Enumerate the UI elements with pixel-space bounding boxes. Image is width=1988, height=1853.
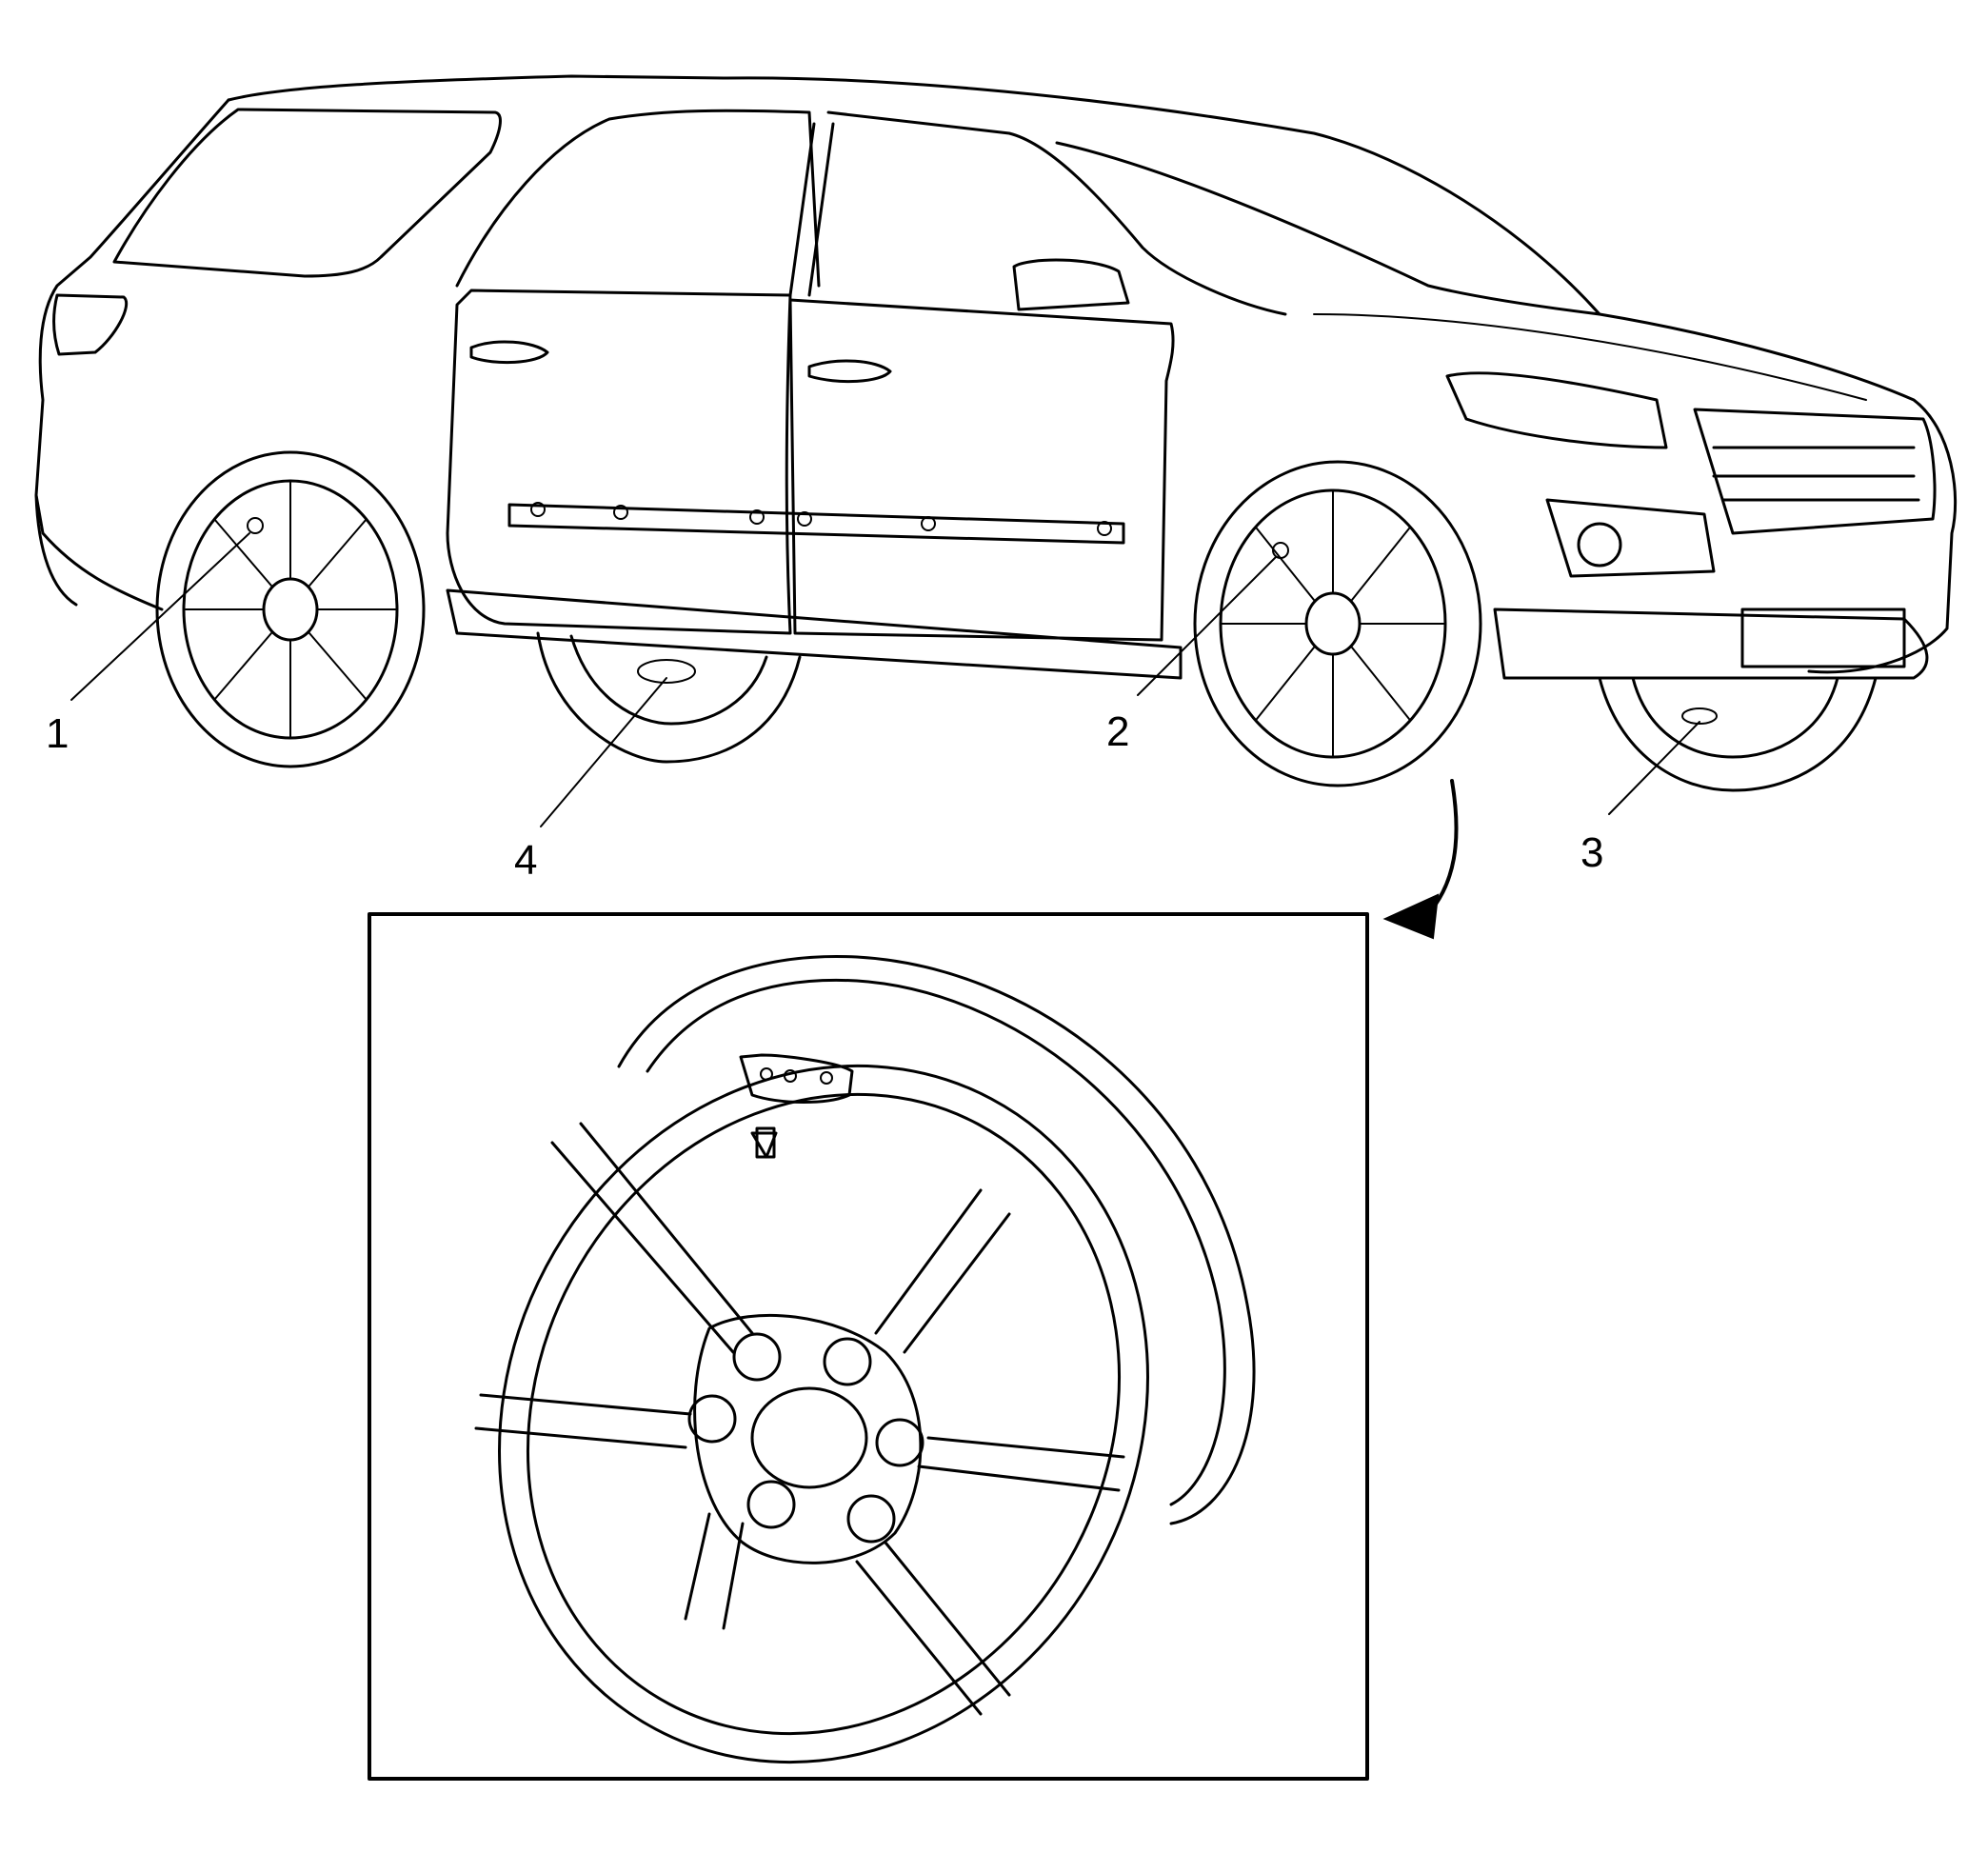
leader-line-2 — [1137, 556, 1277, 696]
detail-view-arrow — [1382, 779, 1459, 940]
leader-line-4 — [540, 677, 667, 827]
leader-line-3 — [1608, 721, 1700, 815]
left-rear-wheel — [155, 450, 426, 768]
right-rear-wheel — [536, 631, 802, 764]
callout-number-1: 1 — [46, 710, 69, 757]
tpms-sensor-marker-3 — [1681, 707, 1718, 725]
callout-number-2: 2 — [1106, 708, 1129, 755]
tpms-sensor-marker-1 — [247, 517, 264, 534]
tpms-sensor-marker-2 — [1272, 542, 1289, 559]
callout-number-3: 3 — [1580, 829, 1603, 876]
detail-inset-frame — [368, 912, 1369, 1781]
callout-number-4: 4 — [514, 837, 537, 884]
detail-inset — [368, 912, 1369, 1781]
callout-3: 3 — [1580, 721, 1700, 876]
tpms-sensor-detail — [739, 1053, 854, 1104]
callout-1: 1 — [46, 532, 250, 757]
tpms-sensor-marker-4 — [637, 659, 696, 684]
callout-4: 4 — [514, 677, 667, 884]
right-front-wheel — [1598, 676, 1878, 792]
callout-2: 2 — [1106, 556, 1277, 755]
left-front-wheel — [1193, 460, 1482, 787]
wheel-detail — [474, 954, 1256, 1764]
vehicle-side-view — [34, 74, 1958, 680]
leader-line-1 — [70, 532, 250, 701]
